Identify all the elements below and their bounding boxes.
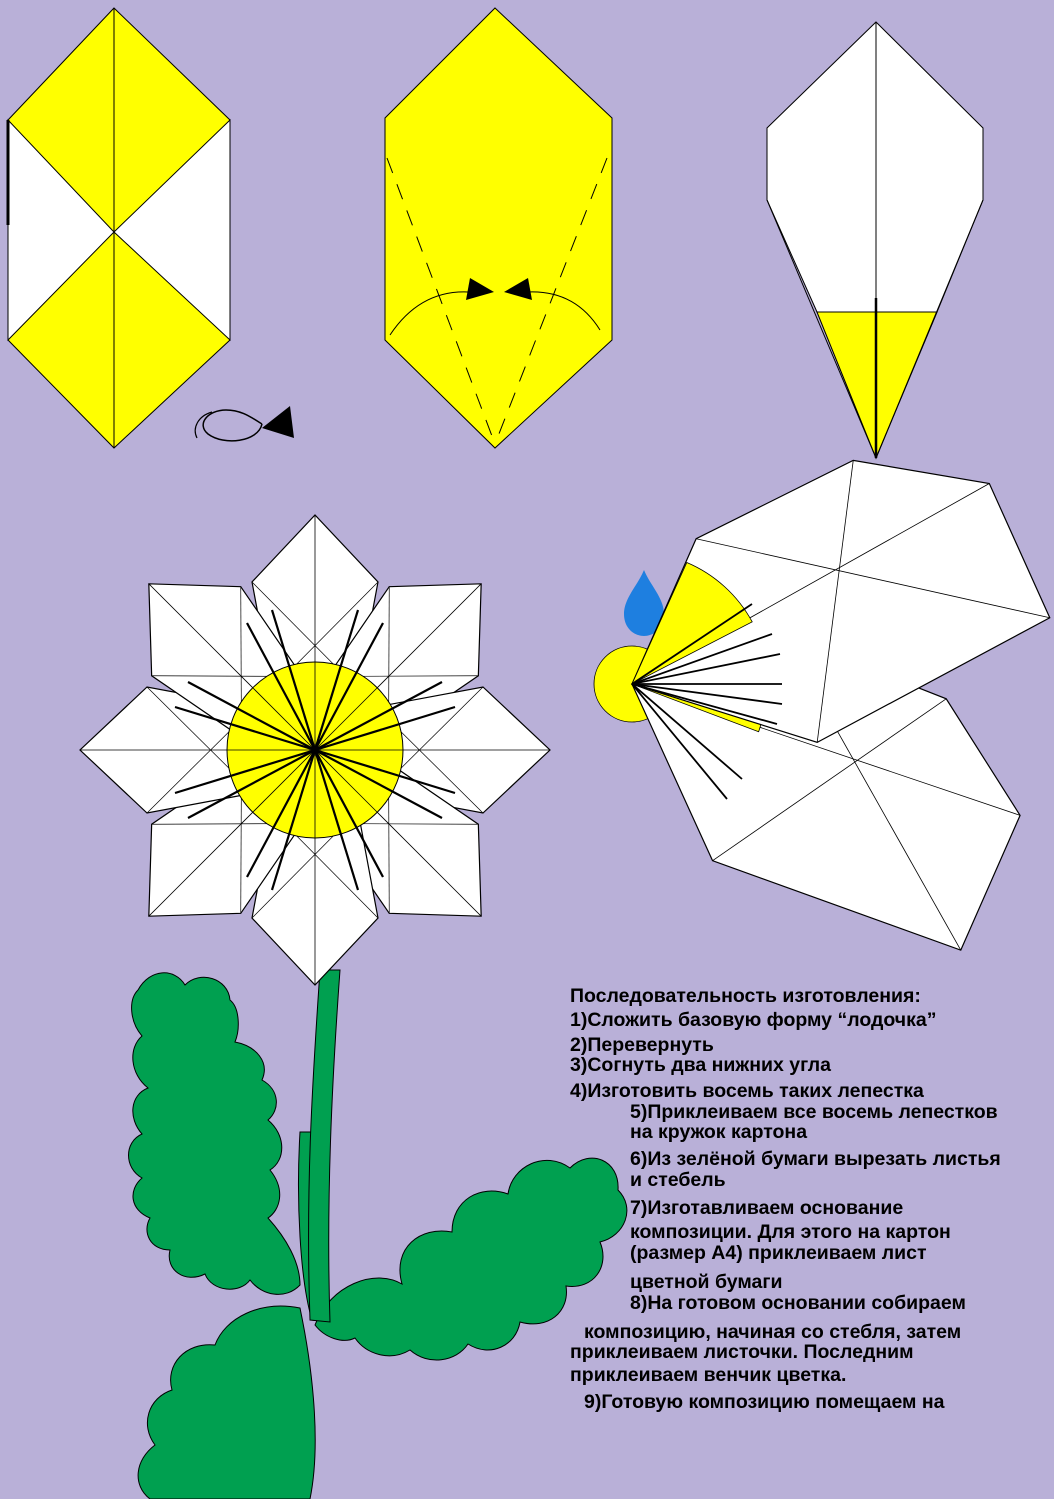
instructions-text: Последовательность изготовления: 1)Сложи… [570,985,1054,1499]
step-1: 1)Сложить базовую форму “лодочка” [570,1009,936,1032]
stem-and-leaves [129,970,627,1499]
step-6-line2: и стебель [630,1169,726,1192]
step-8-line1: 8)На готовом основании собираем [630,1292,966,1315]
rotate-arrow-icon [195,406,294,441]
step-7-line3: (размер А4) приклеиваем лист [630,1242,927,1265]
step-9: 9)Готовую композицию помещаем на [584,1391,945,1414]
step-3: 3)Согнуть два нижних угла [570,1054,831,1077]
step-7-line2: композиции. Для этого на картон [630,1221,951,1244]
step-7-line1: 7)Изготавливаем основание [630,1197,903,1220]
step1-boat-base [8,8,230,448]
instructions-title: Последовательность изготовления: [570,985,921,1008]
petals-on-circle [586,376,1054,957]
step2-turned-over [385,8,612,448]
flower-corolla [80,515,550,985]
step-5-line2: на кружок картона [630,1121,807,1144]
step3-petal [767,22,983,458]
step-4: 4)Изготовить восемь таких лепестка [570,1080,924,1103]
step-8-line4: приклеиваем венчик цветка. [570,1364,846,1387]
step-6-line1: 6)Из зелёной бумаги вырезать листья [630,1148,1001,1171]
step-8-line3: приклеиваем листочки. Последним [570,1341,914,1364]
step-7-line4: цветной бумаги [630,1271,782,1294]
